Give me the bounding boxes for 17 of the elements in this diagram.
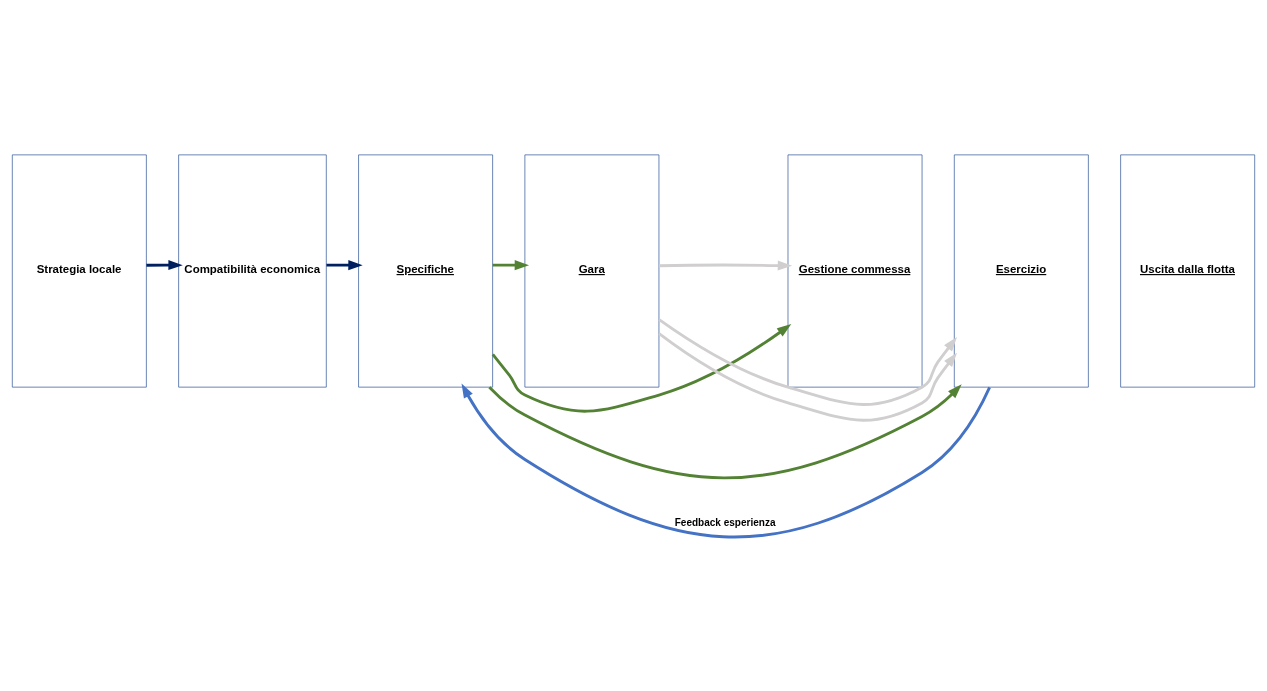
arrow [659, 260, 793, 271]
node-box: Esercizio [953, 154, 1089, 387]
node-box: Gestione commessa [787, 154, 923, 387]
arrow [326, 259, 363, 270]
node-box: Strategia locale [11, 154, 147, 387]
node-box: Specifiche [358, 154, 493, 387]
arrow [461, 383, 991, 538]
arrow [491, 323, 792, 413]
arrow [658, 317, 957, 406]
node-box: Uscita dalla flotta [1120, 154, 1256, 387]
arrow [488, 383, 962, 479]
node-box: Compatibilità economica [178, 154, 327, 387]
arrow [492, 259, 530, 270]
node-box: Gara [524, 154, 660, 387]
arrow [146, 259, 183, 270]
edge-label: Feedback esperienza [674, 516, 776, 528]
arrow [658, 332, 957, 422]
